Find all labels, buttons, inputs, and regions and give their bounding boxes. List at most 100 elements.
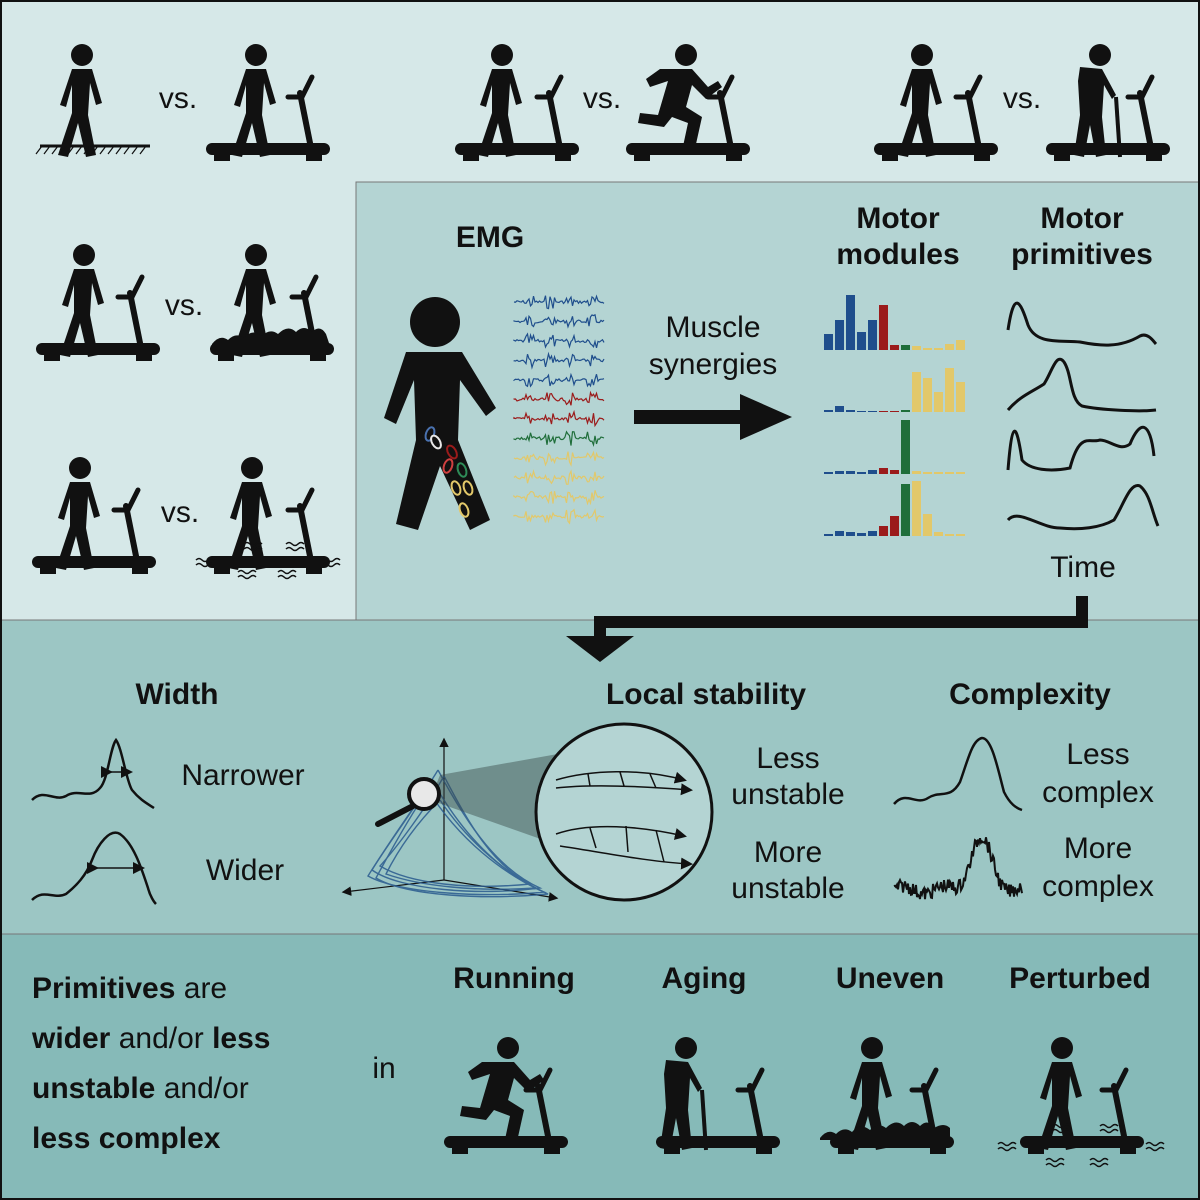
module-bar — [923, 348, 932, 350]
motor-primitives-curves — [1006, 301, 1160, 531]
electrode — [446, 444, 458, 460]
module-bar — [824, 472, 833, 474]
comparison-unperturbed-vs-perturbed: vs. — [32, 457, 341, 580]
module-bar — [934, 392, 943, 412]
vs-label: vs. — [583, 82, 621, 115]
emg-trace — [513, 294, 605, 310]
synergy-arrow — [634, 394, 792, 440]
module-bar — [868, 411, 877, 412]
conclusion-line1: Primitives are — [32, 972, 227, 1005]
less-unstable-line2: unstable — [731, 778, 844, 811]
emg-trace — [513, 390, 605, 406]
module-bar — [846, 532, 855, 536]
primitive-curve — [1006, 425, 1156, 472]
module-bar — [857, 411, 866, 412]
more-complex-line2: complex — [1042, 870, 1154, 903]
emg-trace — [513, 372, 605, 388]
module-bar — [912, 481, 921, 536]
module-bar — [846, 410, 855, 412]
module-bar — [945, 472, 954, 474]
module-bar — [890, 470, 899, 474]
condition-perturbed: Perturbed — [1009, 962, 1151, 995]
module-bar — [945, 534, 954, 536]
module-bar — [923, 378, 932, 412]
primitive-curve — [1006, 484, 1160, 531]
uneven-icon — [820, 1037, 954, 1154]
condition-running: Running — [453, 962, 575, 995]
module-bar — [824, 534, 833, 536]
conclusion-panel-bg — [0, 933, 1200, 1200]
module-bar — [956, 534, 965, 536]
module-bar — [934, 532, 943, 536]
electrode — [462, 480, 474, 496]
module-bar — [868, 470, 877, 474]
conclusion-line3: unstable and/or — [32, 1072, 249, 1105]
complexity-title: Complexity — [949, 678, 1111, 711]
motor-modules-bars — [824, 295, 965, 536]
less-complex-curve — [893, 736, 1023, 812]
module-bar — [934, 472, 943, 474]
module-bar — [879, 305, 888, 350]
wider-label: Wider — [206, 854, 284, 887]
module-bar — [824, 334, 833, 350]
primitive-curve — [1006, 301, 1158, 347]
module-bar — [901, 410, 910, 412]
module-bar — [912, 372, 921, 412]
module-bar — [912, 346, 921, 350]
modules-title-line2: modules — [836, 238, 959, 271]
module-bar — [835, 471, 844, 474]
more-unstable-line2: unstable — [731, 872, 844, 905]
module-bar — [901, 420, 910, 474]
module-bar — [835, 320, 844, 350]
module-bar — [879, 468, 888, 474]
emg-trace — [513, 450, 605, 467]
arrow-label-muscle: Muscle — [665, 311, 760, 344]
width-title: Width — [135, 678, 218, 711]
module-bar — [945, 344, 954, 350]
condition-uneven: Uneven — [836, 962, 944, 995]
vs-label: vs. — [1003, 82, 1041, 115]
more-complex-line1: More — [1064, 832, 1132, 865]
module-bar — [890, 516, 899, 536]
less-unstable-line1: Less — [756, 742, 819, 775]
module-bar — [857, 472, 866, 474]
width-wide-curve — [31, 831, 157, 905]
electrode — [430, 434, 442, 450]
condition-aging: Aging — [662, 962, 747, 995]
state-space-attractor — [341, 722, 714, 902]
vs-label: vs. — [165, 289, 203, 322]
module-bar — [846, 471, 855, 474]
emg-trace — [513, 430, 605, 447]
module-bar — [912, 471, 921, 474]
electrode — [456, 462, 468, 478]
vs-label: vs. — [159, 82, 197, 115]
vs-label: vs. — [161, 496, 199, 529]
module-bar — [934, 348, 943, 350]
emg-traces — [513, 294, 605, 525]
module-bar — [868, 320, 877, 350]
primitives-title-line2: primitives — [1011, 238, 1153, 271]
comparison-walking-vs-running: vs. — [455, 44, 750, 161]
module-bar — [956, 340, 965, 350]
module-bar — [901, 484, 910, 536]
comparison-even-vs-uneven: vs. — [36, 244, 334, 361]
time-label: Time — [1050, 551, 1116, 584]
modules-title-line1: Motor — [856, 202, 940, 235]
primitive-curve — [1006, 358, 1157, 413]
arrow-label-synergies: synergies — [649, 348, 777, 381]
module-bar — [857, 332, 866, 350]
electrode — [450, 480, 462, 496]
comparison-young-vs-old: vs. — [874, 42, 1170, 161]
module-bar — [857, 533, 866, 536]
electrode — [458, 502, 470, 518]
module-bar — [868, 531, 877, 536]
emg-trace — [513, 490, 605, 506]
emg-trace — [513, 469, 605, 485]
module-bar — [945, 368, 954, 412]
more-unstable-line1: More — [754, 836, 822, 869]
module-bar — [835, 531, 844, 536]
module-bar — [879, 411, 888, 412]
module-bar — [879, 526, 888, 536]
more-complex-curve — [893, 837, 1023, 900]
emg-trace — [513, 409, 605, 428]
